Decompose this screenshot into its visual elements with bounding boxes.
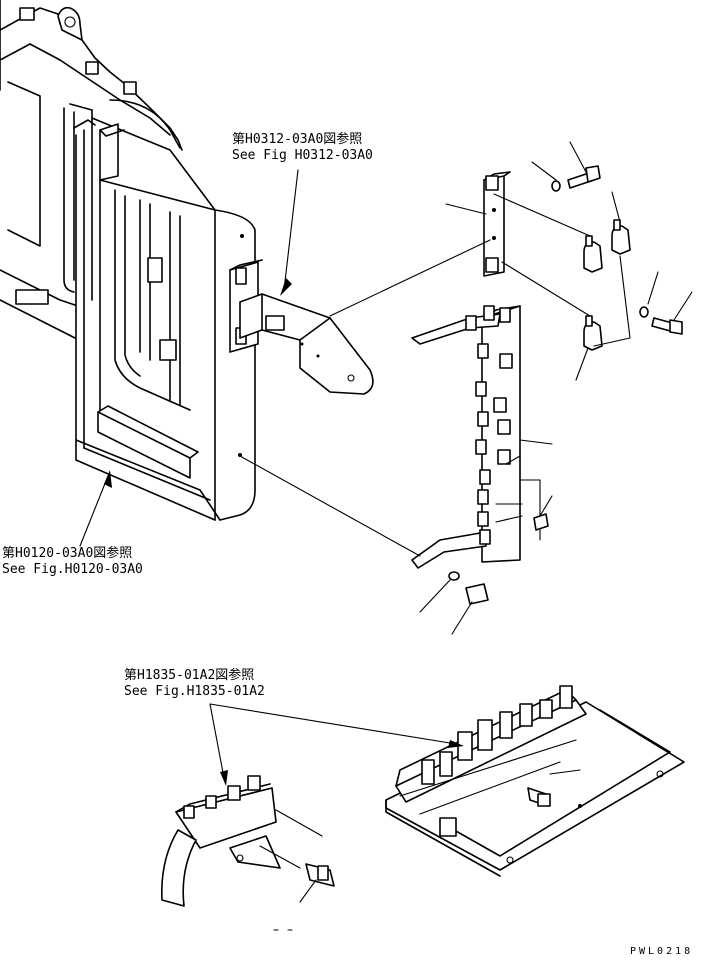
- reference-note-2-en: See Fig.H0120-03A0: [2, 562, 143, 577]
- reference-note-1-en: See Fig H0312-03A0: [232, 148, 373, 163]
- grease-manifold-center: [411, 305, 541, 569]
- small-plug: [533, 513, 549, 531]
- main-frame: [0, 0, 263, 521]
- washer-and-bolt-lower: [448, 571, 489, 605]
- clip-pair-upper: [583, 219, 631, 273]
- reference-note-3-en: See Fig.H1835-01A2: [124, 684, 265, 699]
- leader-lines: [79, 141, 693, 931]
- hex-bolt-right: [639, 306, 683, 335]
- drawing-code: PWL0218: [630, 946, 694, 957]
- lower-right-tray: [385, 685, 685, 877]
- upper-right-block: [483, 171, 511, 277]
- reference-note-1-jp: 第H0312-03A0図参照: [232, 132, 363, 147]
- lower-left-manifold: [161, 775, 335, 907]
- reference-note-3-jp: 第H1835-01A2図参照: [124, 668, 255, 683]
- reference-note-2-jp: 第H0120-03A0図参照: [2, 546, 133, 561]
- mounting-arm: [239, 293, 374, 395]
- hex-bolt-top: [551, 165, 601, 192]
